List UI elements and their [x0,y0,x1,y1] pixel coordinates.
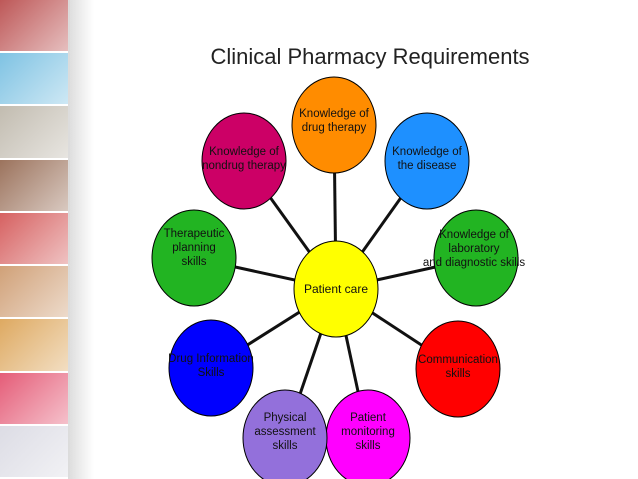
node-nondrug-therapy: Knowledge of nondrug therapy [201,112,287,210]
node-laboratory-circle [433,209,519,307]
node-label-line: Communication [418,354,498,366]
node-label: Patient monitoring skills [341,412,395,452]
node-label-line: Knowledge of [439,229,509,241]
node-label-line: Drug Information [168,353,254,365]
strip-photo-tile [0,319,70,371]
node-label: Patient care [304,282,368,296]
node-label: Knowledge of drug therapy [299,108,369,134]
node-label-line: Patient [350,412,387,424]
node-label: Knowledge of the disease [392,146,462,172]
decorative-photo-strip [0,0,70,479]
strip-photo-tile [0,159,70,211]
node-label-line: Knowledge of [392,146,462,158]
node-physical-assessment: Physical assessment skills [242,389,328,479]
node-label-line: the disease [398,160,457,172]
node-therapeutic-planning: Therapeutic planning skills [151,209,237,307]
node-label-line: Therapeutic [164,228,225,240]
strip-photo-tile [0,425,70,477]
node-label-line: Knowledge of [299,108,369,120]
node-label-line: skills [273,440,298,452]
node-label-line: skills [446,368,471,380]
node-drug-therapy-circle [291,76,377,174]
strip-photo-tile [0,372,70,424]
node-label-line: laboratory [448,243,499,255]
strip-photo-tile [0,53,70,105]
node-physical-assessment-circle [242,389,328,479]
node-label-line: Patient care [304,282,368,296]
node-label-line: Skills [198,367,225,379]
node-label-line: skills [182,256,207,268]
strip-photo-tile [0,266,70,318]
node-patient-care-circle [293,240,379,338]
node-communication-circle [415,320,501,418]
strip-photo-tile [0,0,70,52]
node-label-line: assessment [254,426,316,438]
node-laboratory: Knowledge of laboratory and diagnostic ski… [423,209,526,307]
node-label: Knowledge of nondrug therapy [202,146,286,172]
node-therapeutic-planning-circle [151,209,237,307]
node-label-line: and diagnostic skills [423,257,526,269]
node-label-line: Knowledge of [209,146,279,158]
node-label-line: nondrug therapy [202,160,286,172]
node-drug-information-circle [168,319,254,417]
node-drug-therapy: Knowledge of drug therapy [291,76,377,174]
node-label: Knowledge of laboratory and diagnostic ski… [423,229,526,269]
slide-title: Clinical Pharmacy Requirements [210,44,530,69]
strip-photo-tile [0,106,70,158]
node-label: Therapeutic planning skills [164,228,225,268]
node-disease-circle [384,112,470,210]
node-disease: Knowledge of the disease [384,112,470,210]
node-label-line: planning [172,242,215,254]
node-label-line: Physical [264,412,307,424]
node-nondrug-therapy-circle [201,112,287,210]
node-label-line: monitoring [341,426,395,438]
node-label-line: drug therapy [302,122,367,134]
node-patient-monitoring: Patient monitoring skills [325,389,411,479]
strip-fade [68,0,94,479]
node-label-line: skills [356,440,381,452]
node-communication: Communication skills [415,320,501,418]
node-label: Physical assessment skills [254,412,316,452]
node-patient-care: Patient care [293,240,379,338]
node-label: Communication skills [418,354,498,380]
strip-photo-tile [0,212,70,265]
